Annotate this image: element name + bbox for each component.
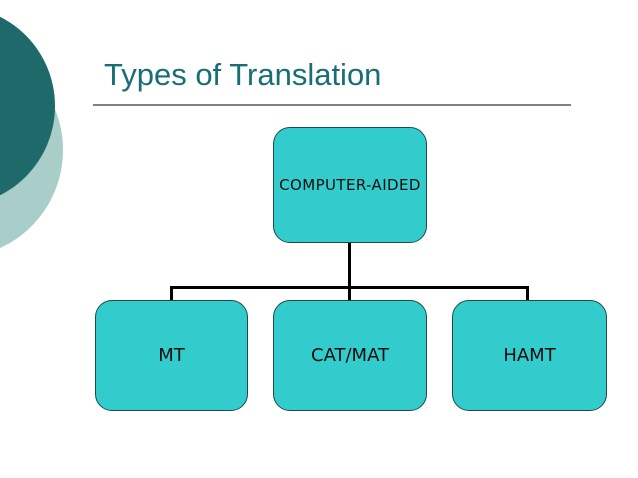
- connector-stub-cat-mat: [348, 286, 351, 302]
- diagram-node-cat-mat: CAT/MAT: [273, 300, 427, 411]
- connector-root-vertical: [348, 243, 351, 289]
- title-underline: [93, 104, 571, 106]
- connector-stub-mt: [170, 286, 173, 302]
- diagram-node-hamt: HAMT: [452, 300, 607, 411]
- connector-stub-hamt: [526, 286, 529, 302]
- diagram-node-mt: MT: [95, 300, 248, 411]
- slide-title: Types of Translation: [104, 57, 382, 92]
- diagram-node-computer-aided: COMPUTER-AIDED: [273, 127, 427, 243]
